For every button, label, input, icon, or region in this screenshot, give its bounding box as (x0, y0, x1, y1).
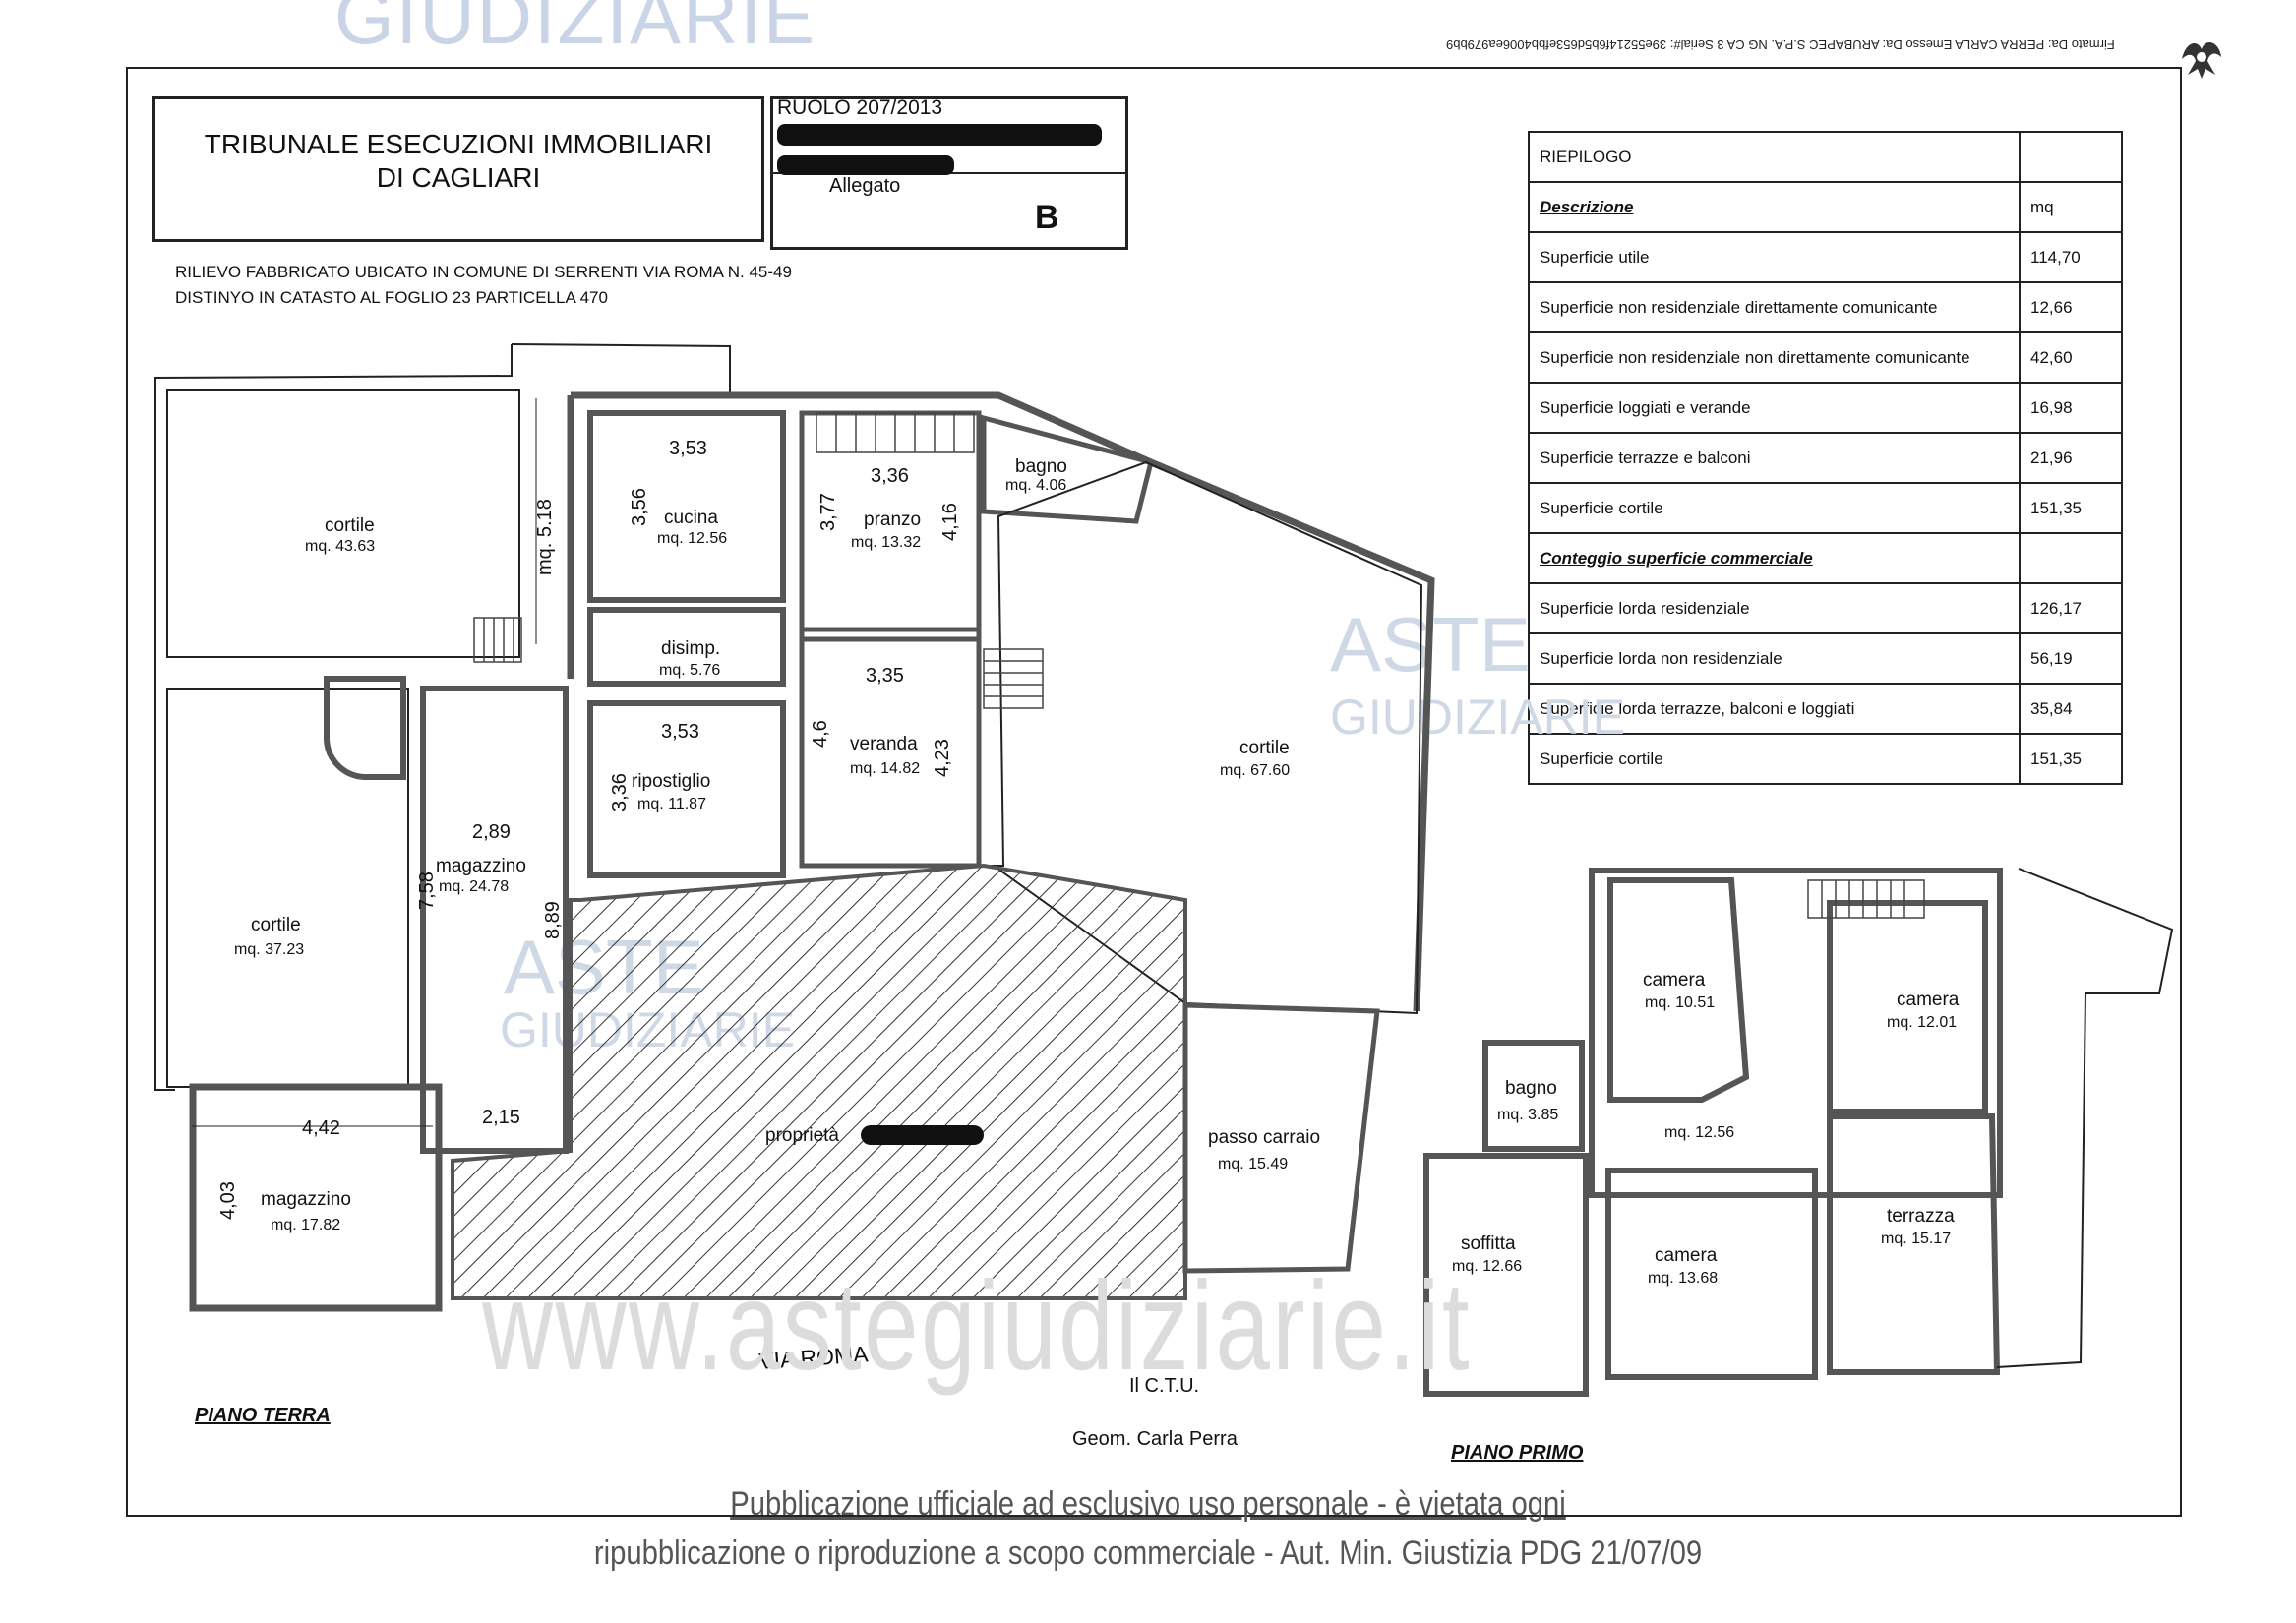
area-magazzino-1: mq. 24.78 (439, 878, 509, 895)
court-title-line2: DI CAGLIARI (376, 162, 541, 193)
court-title-line1: TRIBUNALE ESECUZIONI IMMOBILIARI (204, 129, 713, 159)
room-cortile-w: cortile (251, 915, 301, 935)
room-magazzino-1: magazzino (436, 856, 526, 876)
table-row: Superficie non residenziale non direttam… (1528, 331, 2123, 384)
court-title: TRIBUNALE ESECUZIONI IMMOBILIARI DI CAGL… (152, 128, 764, 195)
table-row: Descrizione mq (1528, 181, 2123, 233)
dim-423: 4,23 (932, 739, 953, 777)
case-number: RUOLO 207/2013 (777, 96, 943, 119)
room-cortile-nw: cortile (325, 515, 375, 536)
dim-416: 4,16 (939, 503, 961, 541)
table-row: Conteggio superficie commerciale (1528, 532, 2123, 584)
room-camera-1: camera (1643, 970, 1706, 991)
dim-46: 4,6 (810, 720, 831, 748)
room-pranzo: pranzo (864, 510, 921, 530)
dim-353b: 3,53 (661, 721, 699, 743)
redaction-bar (777, 124, 1102, 146)
room-magazzino-2: magazzino (261, 1189, 351, 1210)
table-row: Superficie cortile 151,35 (1528, 733, 2123, 785)
area-pranzo: mq. 13.32 (851, 534, 921, 551)
dim-758: 7,58 (416, 872, 438, 910)
first-floor-label: PIANO PRIMO (1451, 1442, 1584, 1464)
area-corridoio: mq. 12.56 (1664, 1124, 1734, 1141)
ctu-name: Geom. Carla Perra (1072, 1428, 1238, 1450)
summary-title: RIEPILOGO (1528, 131, 2021, 183)
cadastre-description: DISTINYO IN CATASTO AL FOGLIO 23 PARTICE… (175, 288, 608, 307)
table-row: Superficie lorda residenziale 126,17 (1528, 582, 2123, 634)
footer-line1: Pubblicazione ufficiale ad esclusivo uso… (730, 1485, 1566, 1523)
room-cortile-e: cortile (1239, 738, 1290, 758)
area-magazzino-2: mq. 17.82 (271, 1217, 340, 1233)
dim-corridor: mq. 5.18 (534, 499, 556, 575)
area-passo-carraio: mq. 15.49 (1218, 1156, 1288, 1172)
area-cortile-nw: mq. 43.63 (305, 538, 375, 555)
unit-header: mq (2019, 181, 2123, 233)
table-row: RIEPILOGO (1528, 131, 2123, 183)
drawing-frame (126, 67, 2182, 1517)
attachment-letter: B (1035, 199, 1059, 236)
room-camera-3: camera (1655, 1245, 1718, 1266)
room-proprieta: proprietà (765, 1125, 839, 1146)
table-row: Superficie non residenziale direttamente… (1528, 281, 2123, 333)
area-bagno: mq. 4.06 (1005, 477, 1066, 494)
area-bagno-pp: mq. 3.85 (1497, 1107, 1558, 1123)
watermark-top: GIUDIZIARIE (334, 0, 817, 60)
area-camera-1: mq. 10.51 (1645, 994, 1715, 1011)
dim-336: 3,36 (871, 465, 909, 487)
survey-description: RILIEVO FABBRICATO UBICATO IN COMUNE DI … (175, 263, 792, 281)
redaction-bar (777, 155, 954, 175)
room-camera-2: camera (1897, 990, 1960, 1010)
ground-floor-plan (154, 343, 1435, 1312)
ctu-title: Il C.T.U. (1129, 1375, 1200, 1397)
court-header-box (152, 96, 764, 242)
room-soffitta: soffitta (1461, 1233, 1516, 1254)
seal-icon (2182, 42, 2221, 79)
dim-335: 3,35 (866, 665, 904, 687)
footer-line2: ripubblicazione o riproduzione a scopo c… (593, 1534, 1703, 1572)
room-bagno: bagno (1015, 456, 1067, 477)
dim-289: 2,89 (472, 821, 511, 843)
table-row: Superficie lorda terrazze, balconi e log… (1528, 683, 2123, 735)
first-floor-plan (1423, 868, 2174, 1397)
summary-table: RIEPILOGO Descrizione mq Superficie util… (1528, 131, 2123, 785)
table-row: Superficie utile 114,70 (1528, 231, 2123, 283)
area-ripostiglio: mq. 11.87 (637, 796, 706, 812)
room-passo-carraio: passo carraio (1208, 1127, 1320, 1148)
dim-889: 8,89 (542, 901, 564, 939)
room-terrazza: terrazza (1887, 1206, 1955, 1227)
area-soffitta: mq. 12.66 (1452, 1258, 1522, 1275)
description-header: Descrizione (1528, 181, 2021, 233)
watermark-giudiziarie: GIUDIZIARIE (1330, 690, 1626, 745)
room-bagno-pp: bagno (1505, 1078, 1557, 1099)
area-disimp: mq. 5.76 (659, 662, 720, 679)
area-cortile-e: mq. 67.60 (1220, 762, 1290, 779)
dim-336b: 3,36 (609, 773, 631, 812)
area-camera-3: mq. 13.68 (1648, 1270, 1718, 1287)
dim-442: 4,42 (302, 1117, 340, 1139)
area-cucina: mq. 12.56 (657, 530, 727, 547)
dim-403: 4,03 (217, 1181, 239, 1220)
dim-215: 2,15 (482, 1107, 520, 1128)
redaction-bar (861, 1125, 984, 1145)
area-cortile-w: mq. 37.23 (234, 941, 304, 958)
attachment-label: Allegato (829, 175, 901, 197)
watermark-site: www.astegiudiziarie.it (482, 1256, 1472, 1397)
commercial-section-header: Conteggio superficie commerciale (1528, 532, 2021, 584)
dim-377: 3,77 (817, 493, 839, 531)
room-ripostiglio: ripostiglio (632, 771, 710, 792)
ground-floor-label: PIANO TERRA (195, 1405, 331, 1426)
dim-356: 3,56 (629, 488, 650, 526)
table-row: Superficie terrazze e balconi 21,96 (1528, 432, 2123, 484)
area-camera-2: mq. 12.01 (1887, 1014, 1957, 1031)
area-veranda: mq. 14.82 (850, 760, 920, 777)
table-row: Superficie cortile 151,35 (1528, 482, 2123, 534)
room-disimp: disimp. (661, 638, 720, 659)
dim-353a: 3,53 (669, 438, 707, 459)
table-row: Superficie loggiati e verande 16,98 (1528, 382, 2123, 434)
table-row: Superficie lorda non residenziale 56,19 (1528, 632, 2123, 685)
room-veranda: veranda (850, 734, 918, 754)
area-terrazza: mq. 15.17 (1881, 1231, 1951, 1247)
room-cucina: cucina (664, 508, 718, 528)
